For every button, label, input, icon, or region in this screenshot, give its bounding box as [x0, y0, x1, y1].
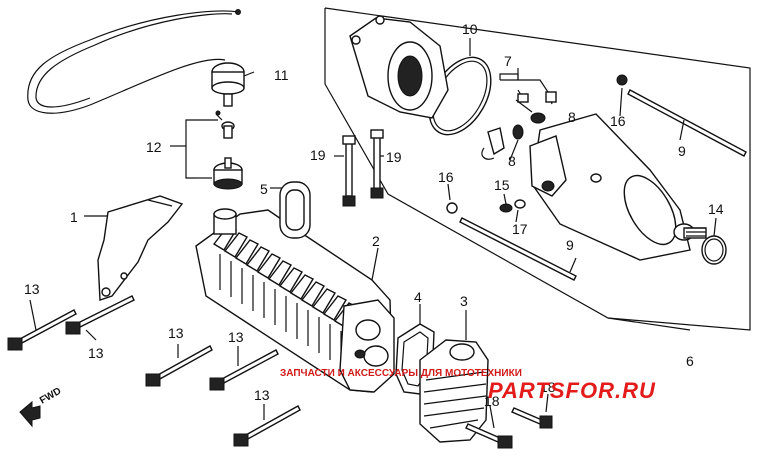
gasket-small: [279, 181, 311, 239]
fwd-label: FWD: [38, 386, 63, 407]
oil-pressure-switch-wire: [27, 9, 241, 114]
cooling-fin: [256, 253, 281, 279]
callout-6: 6: [686, 353, 694, 369]
bolt-13-b: [65, 295, 135, 335]
terminal-nut-b: [512, 124, 524, 140]
washer-15: [499, 203, 513, 213]
case-bolt-left: [342, 135, 356, 207]
callout-19-a: 19: [310, 147, 326, 163]
callout-15: 15: [494, 177, 510, 193]
bolt-13-a: [7, 309, 77, 351]
callout-19-b: 19: [386, 149, 402, 165]
cover-bolt-a: [465, 423, 513, 449]
engine-bracket: [97, 195, 184, 301]
nut-16-top: [616, 74, 628, 86]
nut-17: [514, 199, 526, 209]
neutral-switch: [213, 110, 243, 190]
callout-7: 7: [504, 53, 512, 69]
watermark-tagline: ЗАПЧАСТИ И АКСЕССУАРЫ ДЛЯ МОТОТЕХНИКИ: [280, 368, 522, 379]
callout-18-a: 18: [484, 393, 500, 409]
cooling-fin: [234, 239, 259, 265]
callout-13-c: 13: [168, 325, 184, 341]
watermark-brand: PARTSFOR.RU: [488, 378, 656, 403]
callout-16-a: 16: [610, 113, 626, 129]
callout-5: 5: [260, 181, 268, 197]
case-bolt-right: [370, 129, 384, 199]
starter-o-ring: [701, 235, 727, 265]
callout-1: 1: [70, 209, 78, 225]
callout-13-e: 13: [254, 387, 270, 403]
cooling-fin: [289, 274, 314, 300]
brush-holder: [481, 79, 557, 160]
cover-bolt-b: [511, 407, 553, 429]
callout-10: 10: [462, 21, 478, 37]
bolt-13-e: [233, 405, 301, 447]
through-bolt-a: [627, 89, 747, 157]
callout-13-d: 13: [228, 329, 244, 345]
starter-motor: [529, 113, 707, 261]
finned-cover: [419, 339, 489, 443]
cooling-fin: [278, 267, 303, 293]
oil-pressure-switch: [211, 62, 255, 107]
callout-9-b: 9: [566, 237, 574, 253]
callout-16-b: 16: [438, 169, 454, 185]
through-bolt-b: [459, 217, 577, 281]
forward-direction-marker: FWD: [19, 386, 63, 428]
callout-9-a: 9: [678, 143, 686, 159]
bolt-13-c: [145, 345, 213, 387]
callout-11: 11: [274, 67, 289, 83]
callout-8-a: 8: [568, 109, 576, 125]
callout-18-b: 18: [540, 379, 556, 395]
terminal-nut-a: [530, 112, 546, 124]
callout-13-b: 13: [88, 345, 104, 361]
finned-case: [195, 208, 395, 393]
starter-end-housing: [349, 15, 449, 119]
cooling-fin: [322, 295, 347, 321]
callout-13-a: 13: [24, 281, 40, 297]
bolt-13-d: [209, 349, 279, 391]
nut-16-left: [446, 202, 458, 214]
cooling-fin: [300, 281, 325, 307]
callout-17: 17: [512, 221, 528, 237]
callout-12: 12: [146, 139, 162, 155]
cooling-fin: [311, 288, 336, 314]
cooling-fin: [223, 232, 248, 258]
callout-3: 3: [460, 293, 468, 309]
cooling-fin: [267, 260, 292, 286]
callout-14: 14: [708, 201, 724, 217]
callout-8-b: 8: [508, 153, 516, 169]
cooling-fin: [245, 246, 270, 272]
callout-2: 2: [372, 233, 380, 249]
callout-4: 4: [414, 289, 422, 305]
